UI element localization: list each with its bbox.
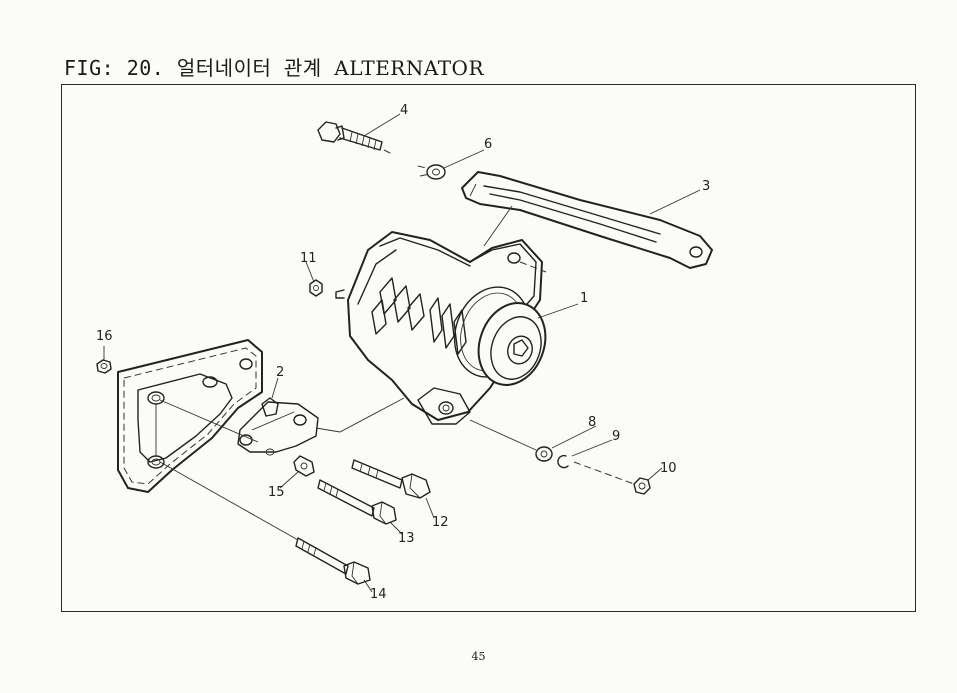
part-10-nut — [633, 477, 651, 495]
callout-2: 2 — [276, 365, 284, 380]
callout-9: 9 — [612, 429, 620, 444]
callout-13: 13 — [398, 531, 415, 546]
part-15-collar — [293, 455, 315, 477]
part-12-bolt — [351, 459, 431, 499]
figure-title: FIG: 20. 얼터네이터 관계 ALTERNATOR — [64, 52, 484, 81]
callout-11: 11 — [300, 251, 317, 266]
callout-labels: 1 2 3 4 6 8 9 10 11 12 13 14 15 16 — [96, 103, 710, 602]
callout-1: 1 — [580, 291, 588, 306]
leader-lines — [103, 113, 701, 593]
callout-12: 12 — [432, 515, 449, 530]
cooling-slots-front — [429, 297, 467, 355]
figure-title-english: ALTERNATOR — [334, 56, 485, 80]
callout-3: 3 — [702, 179, 710, 194]
mounting-bracket — [117, 339, 263, 493]
part-14-bolt — [295, 537, 371, 585]
part-4-bolt — [317, 121, 393, 155]
part-1-alternator — [335, 231, 547, 425]
diagram-frame — [61, 84, 916, 612]
callout-14: 14 — [370, 587, 387, 602]
figure-title-prefix: FIG: 20. 얼터네이터 관계 — [64, 56, 322, 80]
part-3-adjusting-arm — [461, 171, 713, 269]
part-9-spring-washer — [557, 454, 569, 469]
cooling-slots-rear — [371, 277, 425, 335]
pulley — [477, 302, 547, 386]
callout-6: 6 — [484, 137, 492, 152]
part-11-nut — [309, 279, 323, 297]
callout-10: 10 — [660, 461, 677, 476]
part-16-nut — [96, 359, 112, 374]
callout-16: 16 — [96, 329, 113, 344]
callout-8: 8 — [588, 415, 596, 430]
part-13-bolt — [317, 479, 397, 525]
part-6-washer — [417, 164, 446, 180]
page-number: 45 — [471, 650, 486, 663]
callout-4: 4 — [400, 103, 408, 118]
callout-15: 15 — [268, 485, 285, 500]
part-2-adjusting-bracket — [237, 397, 319, 456]
part-8-washer — [535, 446, 553, 462]
assembly-lines — [159, 173, 635, 541]
